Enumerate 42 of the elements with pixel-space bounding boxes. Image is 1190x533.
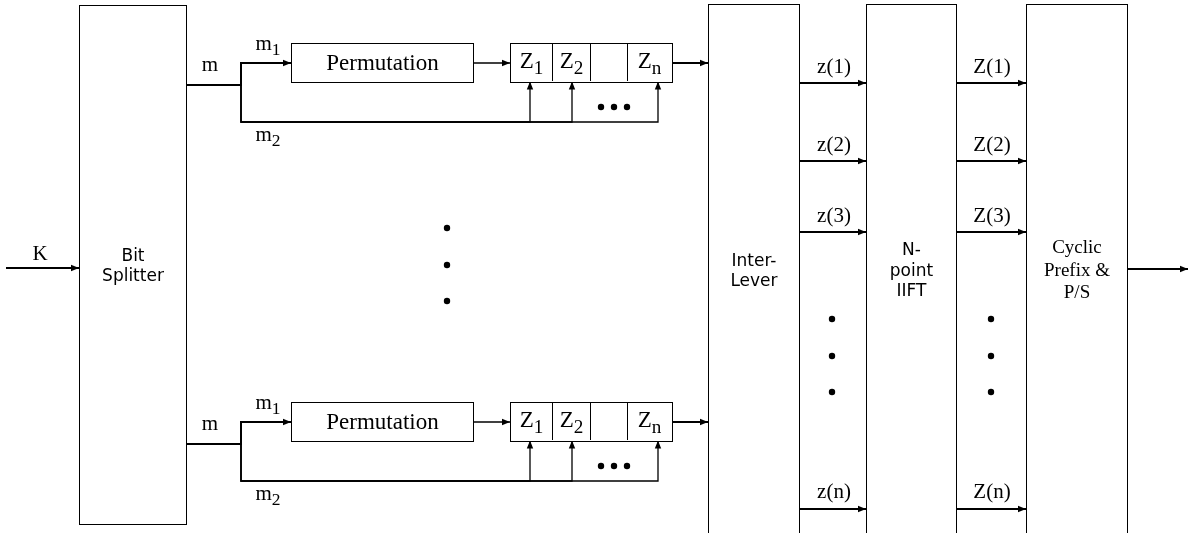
edge-label: z(2) [815,133,853,157]
bit-splitter-block [79,5,187,525]
register-block [510,402,673,442]
arrow [672,59,709,67]
edge-label: z(n) [815,480,853,504]
permutation-block [291,402,474,442]
block-label: Z$_{1}$ [519,405,544,438]
block-label: Z$_{2}$ [559,405,584,438]
arrow [956,505,1027,513]
edge-label: z(3) [815,204,853,228]
arrow [956,228,1027,236]
arrow [5,264,80,272]
edge-label: z(1) [815,55,853,79]
arrow [799,228,867,236]
ifft-block [866,4,957,533]
block-label: N- point IIFT [888,239,935,301]
edge-label: Z(3) [971,204,1013,228]
permutation-block [291,43,474,83]
block-label: Inter- Lever [729,249,779,291]
block-label: Z$_{n}$ [637,405,662,438]
arrow [956,79,1027,87]
block-label: Z$_{2}$ [559,46,584,79]
edge-label: Z(n) [971,480,1013,504]
block-label: Z$_{n}$ [637,46,662,79]
arrow [473,59,511,67]
arrow [672,418,709,426]
edge-label: Z(1) [971,55,1013,79]
interleaver-block [708,4,800,533]
edge-label: Z(2) [971,133,1013,157]
arrow [1127,265,1189,273]
block-label: Z$_{1}$ [519,46,544,79]
register-block [510,43,673,83]
arrow [799,79,867,87]
arrow [799,157,867,165]
block-label: Permutation [326,408,439,436]
block-label: Cyclic Prefix & P/S [1043,235,1111,305]
block-label: Permutation [326,49,439,77]
arrow [473,418,511,426]
block-label: Bit Splitter [101,244,165,286]
cyclic-prefix-block [1026,4,1128,533]
arrow [956,157,1027,165]
arrow [799,505,867,513]
